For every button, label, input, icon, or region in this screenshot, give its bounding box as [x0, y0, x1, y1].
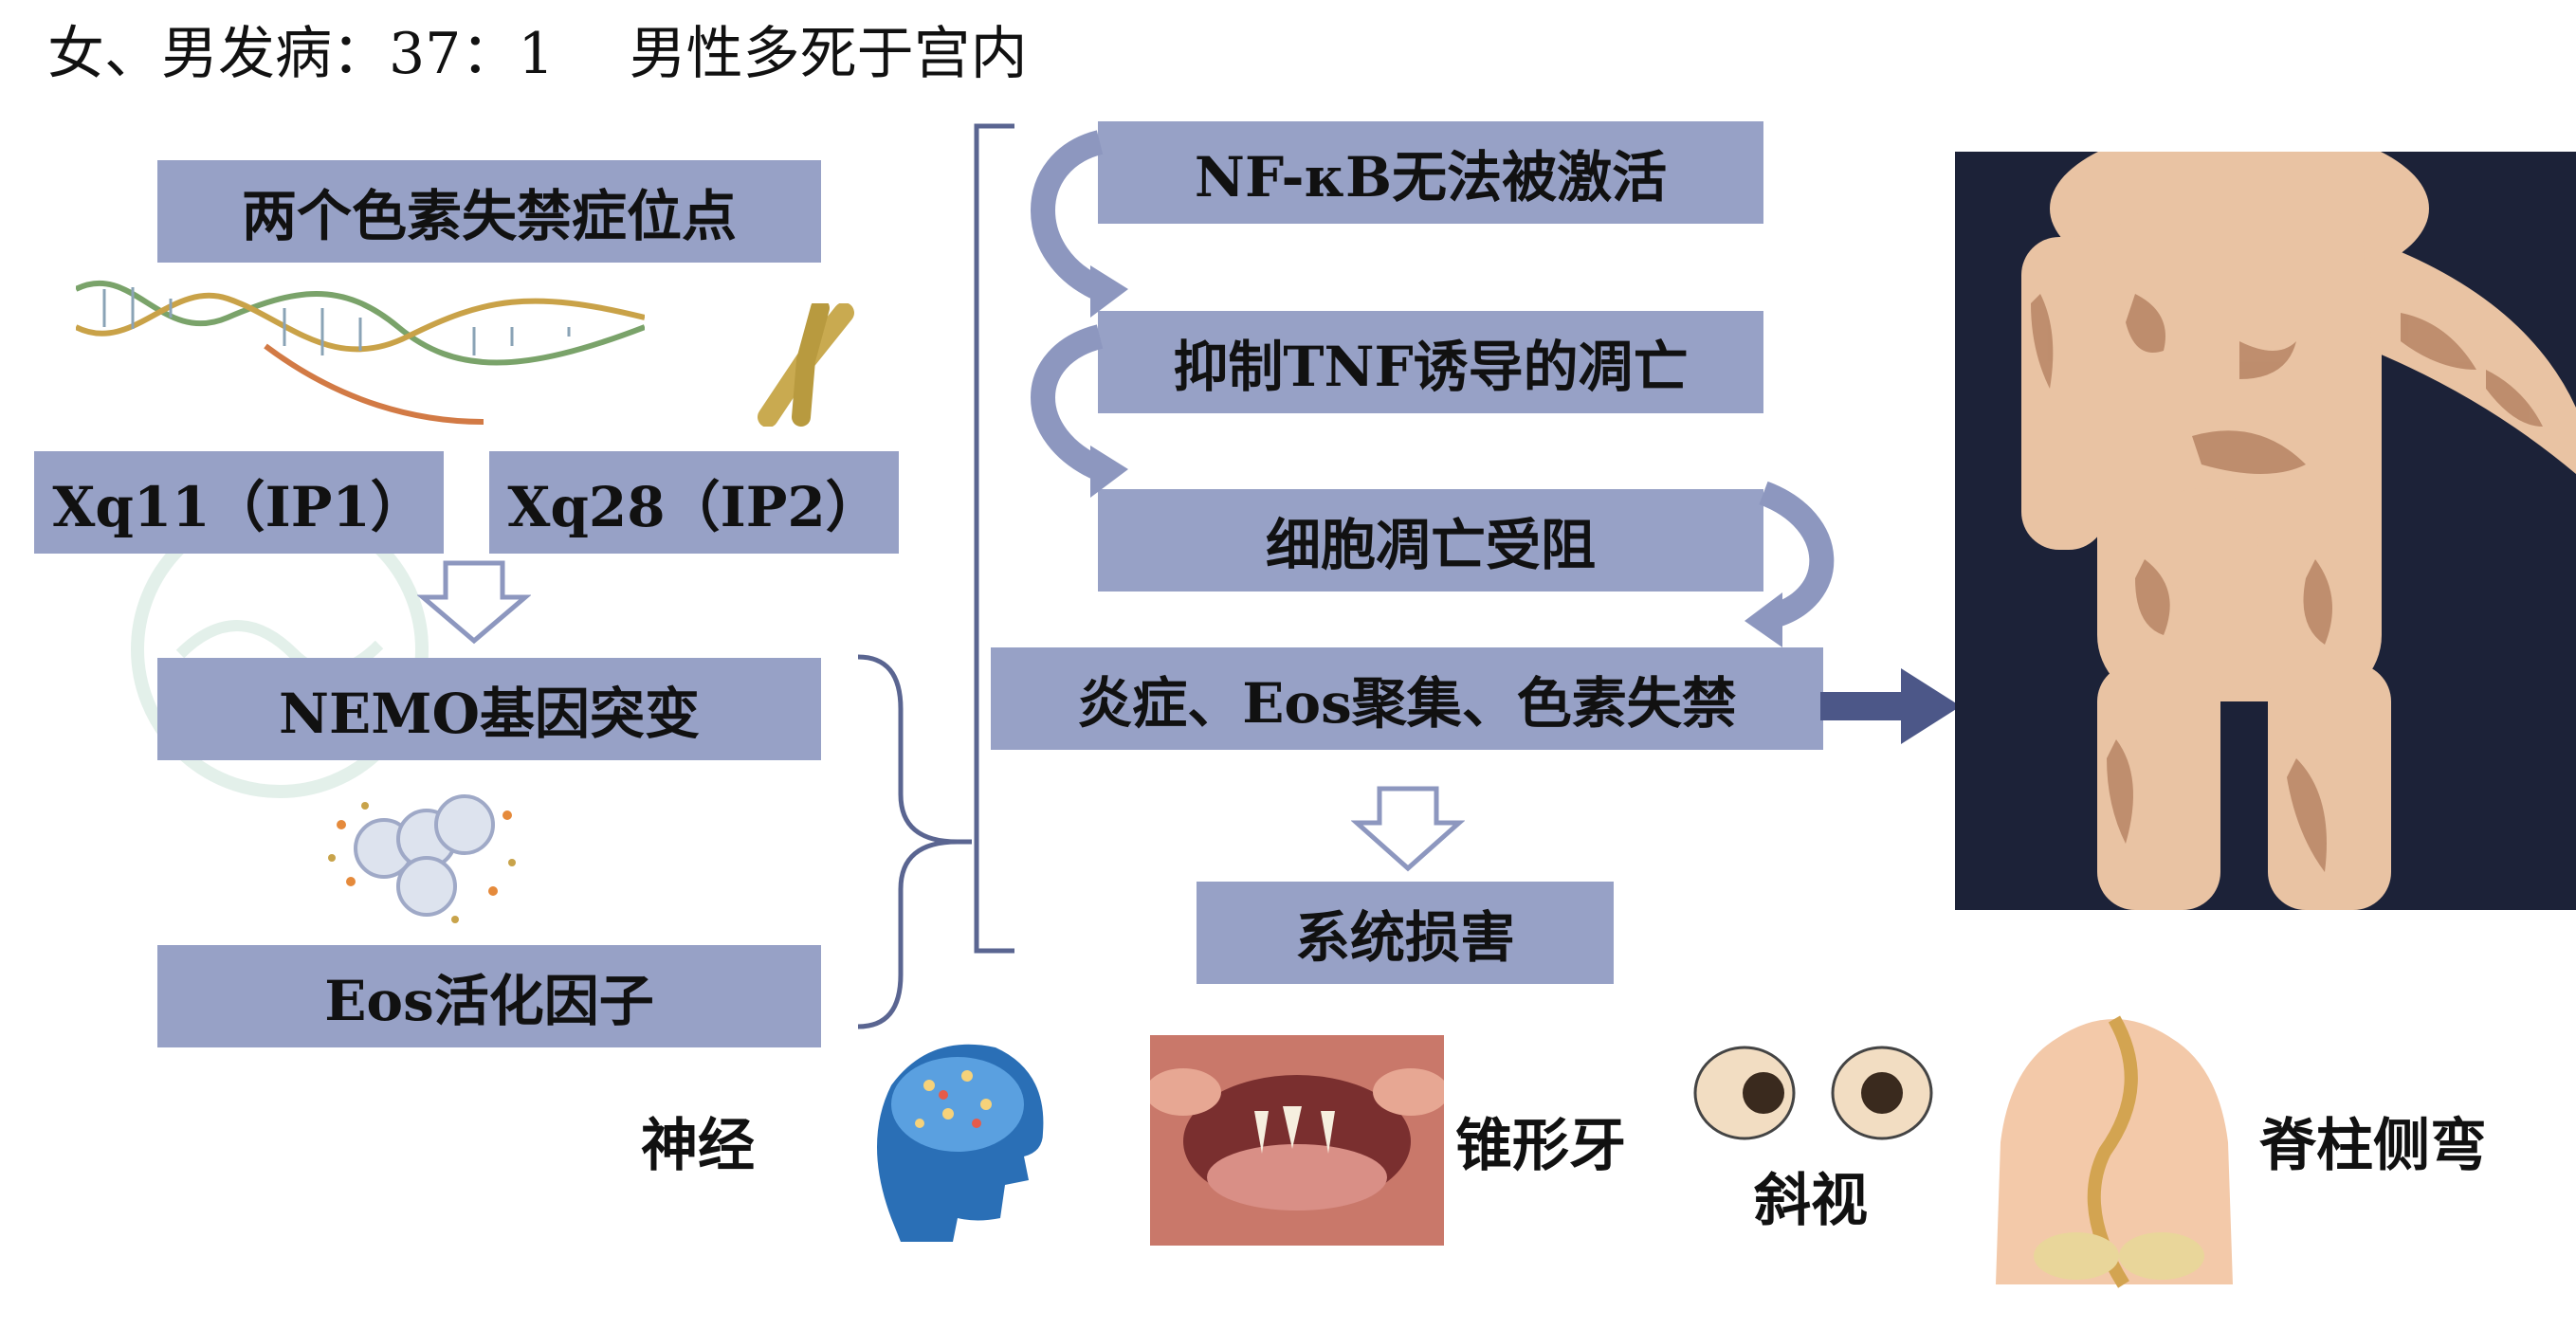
eyes-icon — [1693, 1046, 1933, 1140]
brain-icon — [877, 1044, 1044, 1242]
xq11-box: Xq11（IP1） — [34, 451, 444, 554]
xq28-box: Xq28（IP2） — [489, 451, 899, 554]
spine-icon — [1996, 1015, 2233, 1288]
curved-arrows — [1031, 130, 1835, 647]
apoptosis-box: 细胞凋亡受阻 — [1098, 489, 1763, 592]
cells-icon — [328, 794, 516, 923]
down-arrow-icon — [417, 560, 531, 645]
small-brace — [857, 654, 972, 1029]
dna-icon — [76, 280, 645, 425]
nerve-label: 神经 — [641, 1113, 755, 1179]
inflammation-box: 炎症、Eos聚集、色素失禁 — [991, 647, 1823, 750]
large-bracket — [974, 123, 1014, 954]
chromosome-icon — [758, 303, 854, 427]
nfkb-box: NF-κB无法被激活 — [1098, 121, 1763, 224]
systemic-box: 系统损害 — [1197, 882, 1614, 984]
patient-photo — [1955, 152, 2576, 910]
down-arrow-icon — [1351, 786, 1465, 872]
page-title: 女、男发病：37：1 男性多死于宫内 — [47, 21, 1028, 87]
eos-factor-box: Eos活化因子 — [157, 945, 821, 1047]
nemo-box: NEMO基因突变 — [157, 658, 821, 760]
teeth-label: 锥形牙 — [1455, 1113, 1626, 1179]
tnf-box: 抑制TNF诱导的凋亡 — [1098, 311, 1763, 413]
teeth-icon — [1150, 1035, 1444, 1246]
loci-box: 两个色素失禁症位点 — [157, 160, 821, 263]
strabismus-label: 斜视 — [1754, 1168, 1868, 1234]
scoliosis-label: 脊柱侧弯 — [2259, 1113, 2487, 1179]
right-arrow-icon — [1820, 668, 1961, 744]
